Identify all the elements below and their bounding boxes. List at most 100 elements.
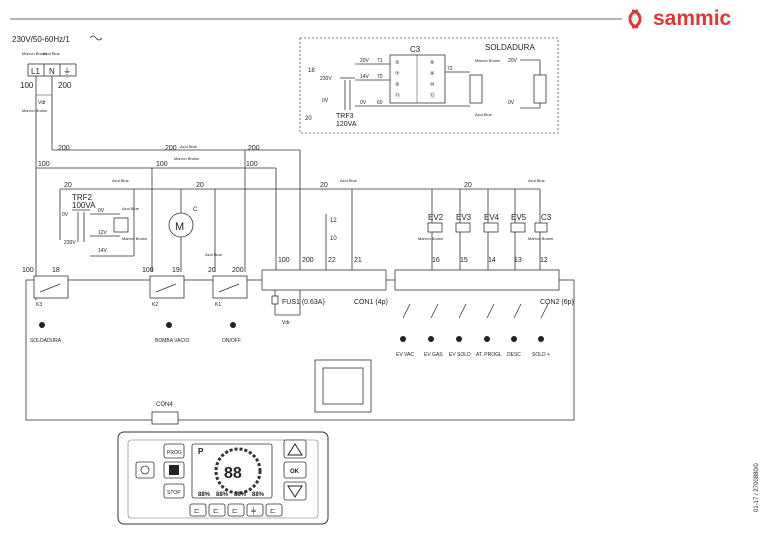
trf3-transformer-icon [340,77,355,110]
bus-blue-4: Azul Blue [528,178,546,183]
welding-brown: Marron Brown [475,58,500,63]
bus-100-left: 100 [38,161,50,168]
welding-out-0v: 0V [508,100,515,106]
supply-color-n: Azul Blue [43,51,61,56]
mini-button-5[interactable]: ⊏ [265,503,283,517]
relay-k1-label: K1 [215,302,221,308]
con1-fuse: FUS1 (0.63A) [282,299,325,306]
valve-brown: Marron Brown [418,236,443,241]
trf2-14v: 14V [98,248,108,254]
down-button[interactable] [283,481,307,501]
out-sold-plus: SOLD + [532,352,550,358]
ev3-coil-icon [455,222,471,233]
document-code: 01-17 / 2700880/0 [754,463,760,512]
con2-pin-12: 12 [540,257,548,264]
welding-out-20v: 20V [508,58,518,64]
prog-label: PROG [167,450,182,456]
k2-wire-19: 19 [172,267,180,274]
c3-contact-6: ⑥ [430,60,435,66]
con2-pin-15: 15 [460,257,468,264]
out-ev-vac: EV VAC [396,352,414,358]
supply-wire-200: 200 [58,81,72,90]
terminal-l1: L1 [31,67,40,76]
con2-connector [394,269,560,291]
c3-coil-icon [534,222,548,233]
con2-output-switches [402,303,549,319]
bus-20-4: 20 [464,182,472,189]
trf3-name: TRF3 [336,113,354,120]
trf2-primary: 230V [64,240,76,246]
c3-brown: Marron Brown [528,236,553,241]
at-progl-led-icon [484,336,490,342]
warning-up-icon [287,443,303,456]
trf3-tap-20v: 20V [360,58,370,64]
bus-20-1: 20 [64,182,72,189]
c3-contact-10: ⑩ [430,82,435,88]
bus-blue-1: Azul Blue [180,144,198,149]
bus-100-mid: 100 [156,161,168,168]
sensor-12: 12 [330,218,337,224]
con1-connector [261,269,387,291]
out-ev-gas: EV GAS [424,352,443,358]
sammic-logo-icon [628,9,642,29]
mini-button-5-icon: ⊏ [270,508,276,515]
bus-brown-1: Marron Brown [174,156,199,161]
trf2-0v-top: 0V [98,208,105,214]
motor-capacitor: C [193,207,198,213]
bus-200-right: 200 [248,145,260,152]
welding-c3-label: C3 [410,45,421,54]
power-button[interactable] [135,461,155,479]
lcd-digits: 88 [224,465,242,482]
valve-ev2: EV2 [428,213,444,222]
menu-icon [169,465,179,475]
valve-ev3: EV3 [456,213,472,222]
k3-caption: SOLDADURA [30,338,62,344]
mini-button-1[interactable]: ⊏ [189,503,207,517]
c3-contactor [389,54,446,104]
k1-wire-20: 20 [208,267,216,274]
prog-button[interactable]: PROG [163,443,185,459]
up-button[interactable] [283,439,307,459]
trf3-power: 120VA [336,121,357,128]
brand-name: sammic [653,7,732,30]
mini-button-3[interactable]: ⊏ [227,503,245,517]
con4-connector [151,411,179,425]
chevron-down-icon [287,485,303,498]
mini-button-2[interactable]: ⊏ [208,503,226,517]
ev-gas-led-icon [428,336,434,342]
k2-led-icon [166,322,172,328]
motor-blue: Azul Blue [205,252,223,257]
trf2-0v-left: 0V [62,212,69,218]
welding-blue: Azul Blue [475,112,493,117]
con1-vdr: Vdr [282,320,290,326]
menu-button[interactable] [163,461,185,479]
fuse-icon [271,295,279,305]
ev-vac-led-icon [400,336,406,342]
con2-pin-16: 16 [432,257,440,264]
wire-70: 70 [377,74,383,80]
trf3-tap-14v: 14V [360,74,370,80]
trf3-wire-20: 20 [305,116,312,122]
c3-contact-7: ⑦ [395,71,400,77]
bus-20-3: 20 [320,182,328,189]
mini-button-4[interactable]: ╪ [246,503,264,517]
relay-k3 [33,275,69,299]
desc-led-icon [511,336,517,342]
wire-72: 72 [447,66,453,72]
mini-button-4-icon: ╪ [250,506,256,516]
bus-blue-3: Azul Blue [340,178,358,183]
con2-pin-14: 14 [488,257,496,264]
lcd-unit-1: 88% [198,492,211,498]
k3-wire-100: 100 [22,267,34,274]
lcd-mode: P [198,447,204,456]
bus-200-left: 200 [58,145,70,152]
valve-ev4: EV4 [484,213,500,222]
k1-led-icon [230,322,236,328]
out-at-progl: AT. PROGL [476,352,502,358]
con1-pin-200: 200 [302,257,314,264]
ok-button[interactable]: OK [283,461,307,479]
con4-label: CON4 [156,402,173,408]
stop-button[interactable]: STOP [163,483,185,499]
con2-pin-13: 13 [514,257,522,264]
